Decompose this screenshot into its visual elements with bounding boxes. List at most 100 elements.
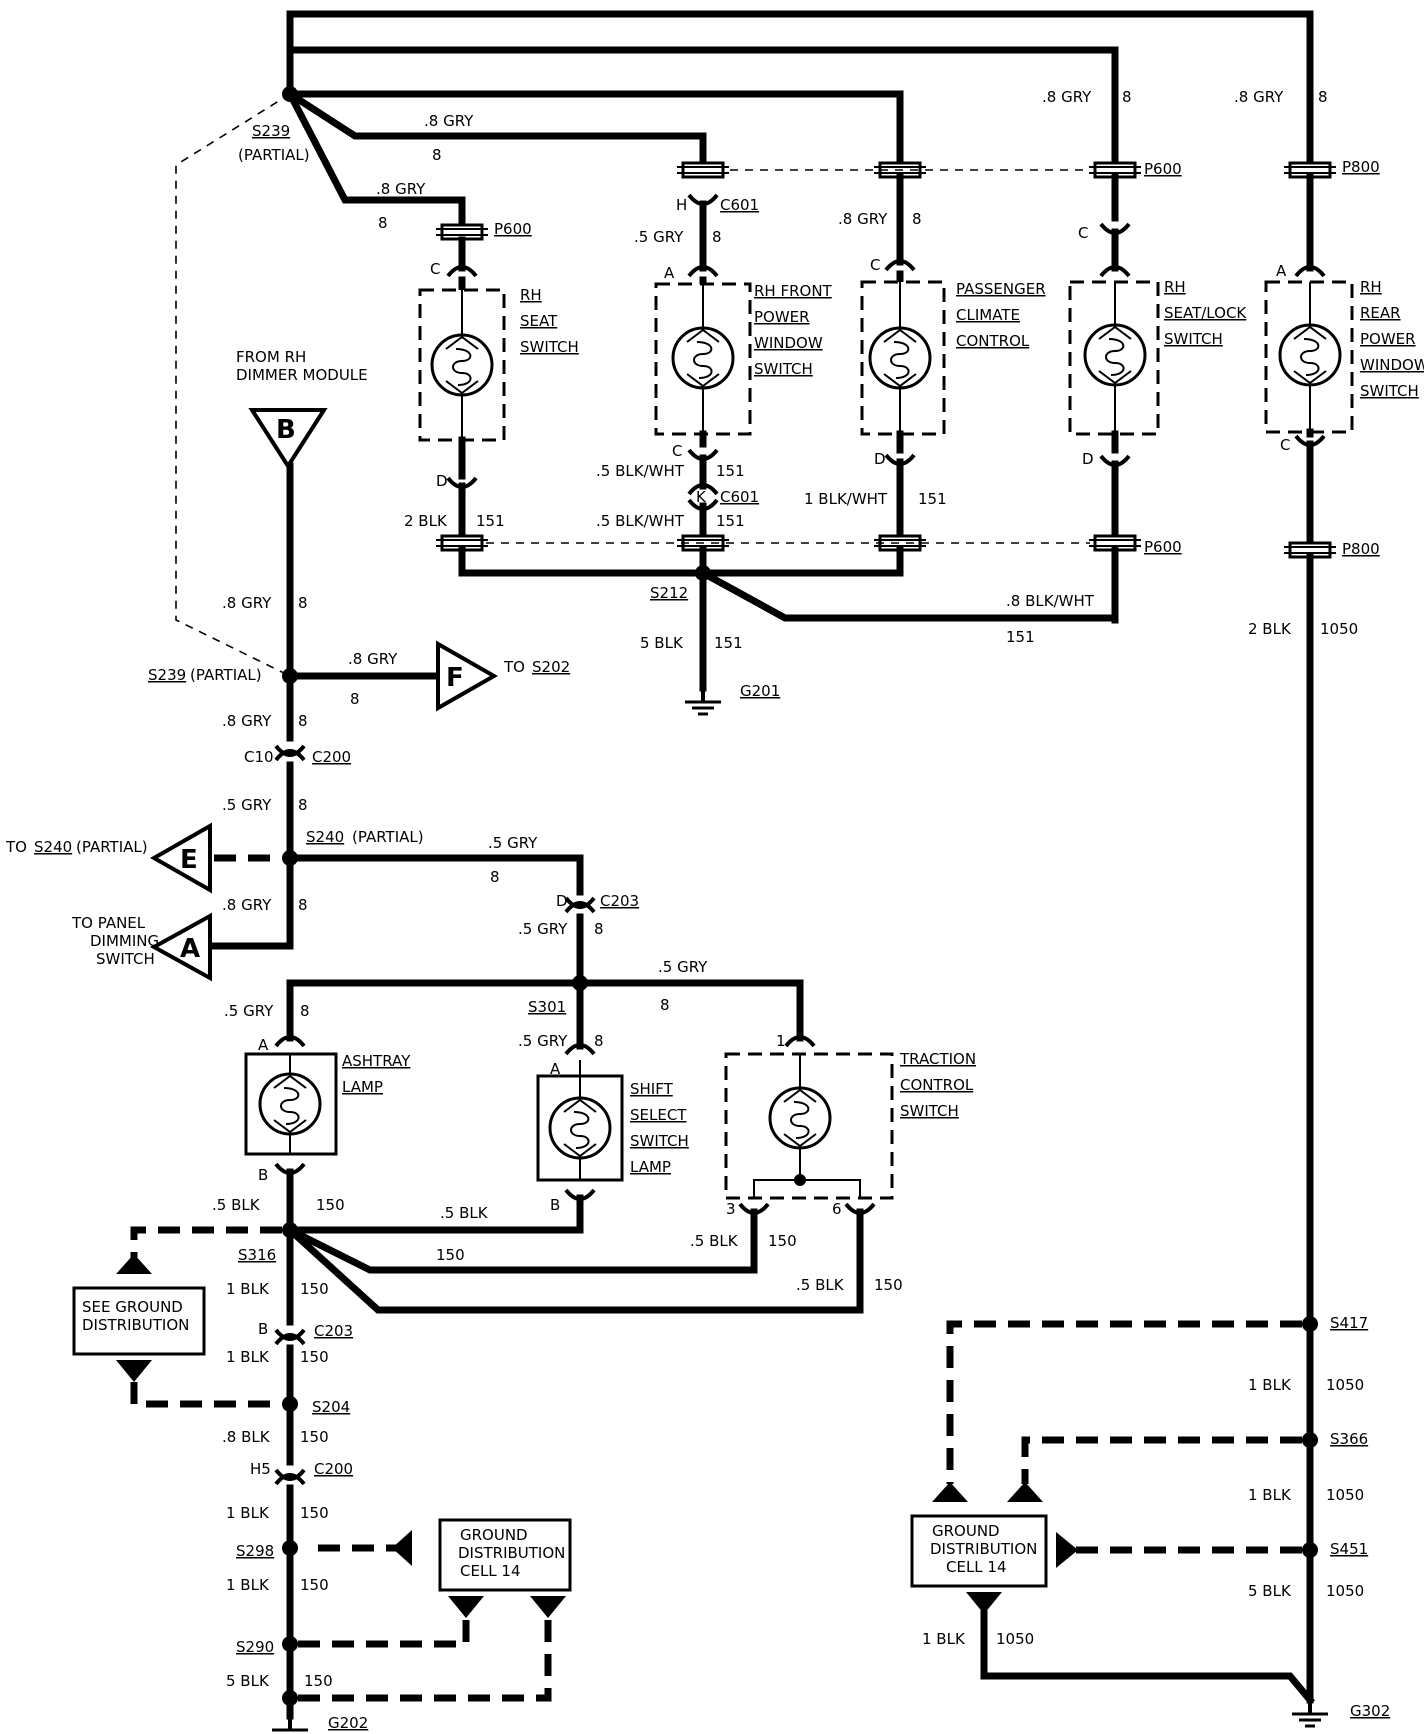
wire-label-c601-gry: .5 GRY bbox=[634, 228, 684, 246]
s239-top-label: S239 bbox=[252, 122, 290, 140]
arrow-a-letter: A bbox=[180, 934, 200, 964]
c200-top-label: C200 bbox=[312, 748, 351, 766]
splice-s417 bbox=[1302, 1316, 1318, 1332]
wire-label-front-blkwht: .5 BLK/WHT bbox=[596, 462, 685, 480]
wire-label-s417-blk: 1 BLK bbox=[1248, 1376, 1292, 1394]
arrow-e-target: S240 bbox=[34, 838, 72, 856]
s366-label: S366 bbox=[1330, 1430, 1368, 1448]
wire-label-c200b-150: 150 bbox=[300, 1504, 329, 1522]
pin-c10: C10 bbox=[244, 748, 274, 766]
arrow-f-caption: TO bbox=[503, 658, 525, 676]
ground-151-bus bbox=[458, 546, 904, 577]
pin-k-c601: K bbox=[696, 488, 707, 506]
wire-label-s298-blk: 1 BLK bbox=[226, 1576, 270, 1594]
s212-label: S212 bbox=[650, 584, 688, 602]
wire-label-seatlock-151: 151 bbox=[1006, 628, 1035, 646]
wire-label-s301-gry: .5 GRY bbox=[658, 958, 708, 976]
rh-seat-switch-label-1: RH bbox=[520, 286, 542, 304]
pin-d-rh-seat: D bbox=[436, 472, 448, 490]
gd-cell14-left-label-3: CELL 14 bbox=[460, 1562, 521, 1580]
wire-label-trac3-blk: .5 BLK bbox=[690, 1232, 739, 1250]
s240-partial-label: (PARTIAL) bbox=[352, 828, 424, 846]
shift-select-label-2: SELECT bbox=[630, 1106, 687, 1124]
wire-label-front-151: 151 bbox=[716, 462, 745, 480]
right-ground-distribution bbox=[910, 1316, 1330, 1728]
wire-label-c203b-blk: 1 BLK bbox=[226, 1348, 270, 1366]
wire-label-seatlock-8: 8 bbox=[1122, 88, 1132, 106]
pin-b-ashtray: B bbox=[258, 1166, 268, 1184]
wire-label-s316-150: 150 bbox=[300, 1280, 329, 1298]
splice-s204 bbox=[282, 1396, 298, 1412]
wire-label-g302-blk: 1 BLK bbox=[922, 1630, 966, 1648]
splice-s366 bbox=[1302, 1432, 1318, 1448]
rh-front-window-label-1: RH FRONT bbox=[754, 282, 833, 300]
wire-label-s451-1050: 1050 bbox=[1326, 1582, 1364, 1600]
wire-label-rear-blk: 2 BLK bbox=[1248, 620, 1292, 638]
wire-label-c203-gry: .5 GRY bbox=[518, 920, 568, 938]
pin-h-c601: H bbox=[676, 196, 687, 214]
wire-label-ashtray-150: 150 bbox=[316, 1196, 345, 1214]
wire-label-c601-8: 8 bbox=[712, 228, 722, 246]
arrow-a-caption-3: SWITCH bbox=[96, 950, 155, 968]
wire-label-a-8: 8 bbox=[298, 896, 308, 914]
traction-label-1: TRACTION bbox=[899, 1050, 976, 1068]
wire-label-climate-gry: .8 GRY bbox=[838, 210, 888, 228]
wire-label-rhseat-151: 151 bbox=[476, 512, 505, 530]
wire-label-s290-150: 150 bbox=[304, 1672, 333, 1690]
p600-top-label: P600 bbox=[1144, 160, 1182, 178]
wire-label-seatlock-gry: .8 GRY bbox=[1042, 88, 1092, 106]
p600-bottom-label: P600 bbox=[1144, 538, 1182, 556]
wire-label-s301-8: 8 bbox=[660, 996, 670, 1014]
pin-d-climate: D bbox=[874, 450, 886, 468]
wire-label-rhseat-blk: 2 BLK bbox=[404, 512, 448, 530]
arrow-e-letter: E bbox=[180, 845, 198, 875]
wire-label-rhseat-gry: .8 GRY bbox=[376, 180, 426, 198]
wire-label-front2-151: 151 bbox=[716, 512, 745, 530]
pin-c-rh-rear: C bbox=[1280, 436, 1290, 454]
see-ground-label-2: DISTRIBUTION bbox=[82, 1316, 189, 1334]
shift-select-lamp bbox=[286, 1043, 624, 1234]
wire-label-s316-blk: 1 BLK bbox=[226, 1280, 270, 1298]
wire-label-main-gry: .8 GRY bbox=[222, 594, 272, 612]
c601-bottom-label: C601 bbox=[720, 488, 759, 506]
gd-cell14-left-label-1: GROUND bbox=[460, 1526, 528, 1544]
arrow-f-letter: F bbox=[446, 663, 464, 693]
s239-top-partial-label: (PARTIAL) bbox=[238, 146, 310, 164]
wire-label-front-gry: .8 GRY bbox=[424, 112, 474, 130]
arrow-e-suffix: (PARTIAL) bbox=[76, 838, 148, 856]
rh-rear-window-column bbox=[1264, 161, 1354, 1704]
pin-d-c203: D bbox=[556, 892, 568, 910]
rh-rear-window-label-4: WINDOW bbox=[1360, 356, 1424, 374]
rh-front-window-column bbox=[654, 161, 752, 577]
traction-label-2: CONTROL bbox=[900, 1076, 974, 1094]
wire-label-front-8: 8 bbox=[432, 146, 442, 164]
wire-label-shift-blk: .5 BLK bbox=[440, 1204, 489, 1222]
g302-label: G302 bbox=[1350, 1702, 1390, 1720]
gd-cell14-right-label-3: CELL 14 bbox=[946, 1558, 1007, 1576]
wire-label-c200-gry: .8 GRY bbox=[222, 712, 272, 730]
arrow-f-target: S202 bbox=[532, 658, 570, 676]
splice-s316 bbox=[282, 1222, 298, 1238]
c200-bottom-label: C200 bbox=[314, 1460, 353, 1478]
wire-label-trac3-150a: 150 bbox=[436, 1246, 465, 1264]
wire-label-climate-8: 8 bbox=[912, 210, 922, 228]
pin-1-traction: 1 bbox=[776, 1032, 786, 1050]
ground-distribution-cell14-right-box bbox=[910, 1514, 1048, 1588]
pin-c-rh-seat: C bbox=[430, 260, 440, 278]
wire-label-seatlock-blkwht: .8 BLK/WHT bbox=[1006, 592, 1095, 610]
wire-label-s204-blk: .8 BLK bbox=[222, 1428, 271, 1446]
wire-label-s240-gry: .5 GRY bbox=[488, 834, 538, 852]
p600-rh-seat-label: P600 bbox=[494, 220, 532, 238]
rh-seat-switch-label-2: SEAT bbox=[520, 312, 558, 330]
arrow-a-caption-1: TO PANEL bbox=[71, 914, 146, 932]
gd-cell14-left-label-2: DISTRIBUTION bbox=[458, 1544, 565, 1562]
s239-mid-label: S239 bbox=[148, 666, 186, 684]
wire-label-trac3-150: 150 bbox=[768, 1232, 797, 1250]
wire-label-c200b-blk: 1 BLK bbox=[226, 1504, 270, 1522]
wire-label-ashtray-8: 8 bbox=[300, 1002, 310, 1020]
passenger-climate-label-2: CLIMATE bbox=[956, 306, 1020, 324]
rh-front-window-label-2: POWER bbox=[754, 308, 810, 326]
shift-select-label-1: SHIFT bbox=[630, 1080, 674, 1098]
ashtray-lamp-label-2: LAMP bbox=[342, 1078, 383, 1096]
wire-label-s366-1050: 1050 bbox=[1326, 1486, 1364, 1504]
